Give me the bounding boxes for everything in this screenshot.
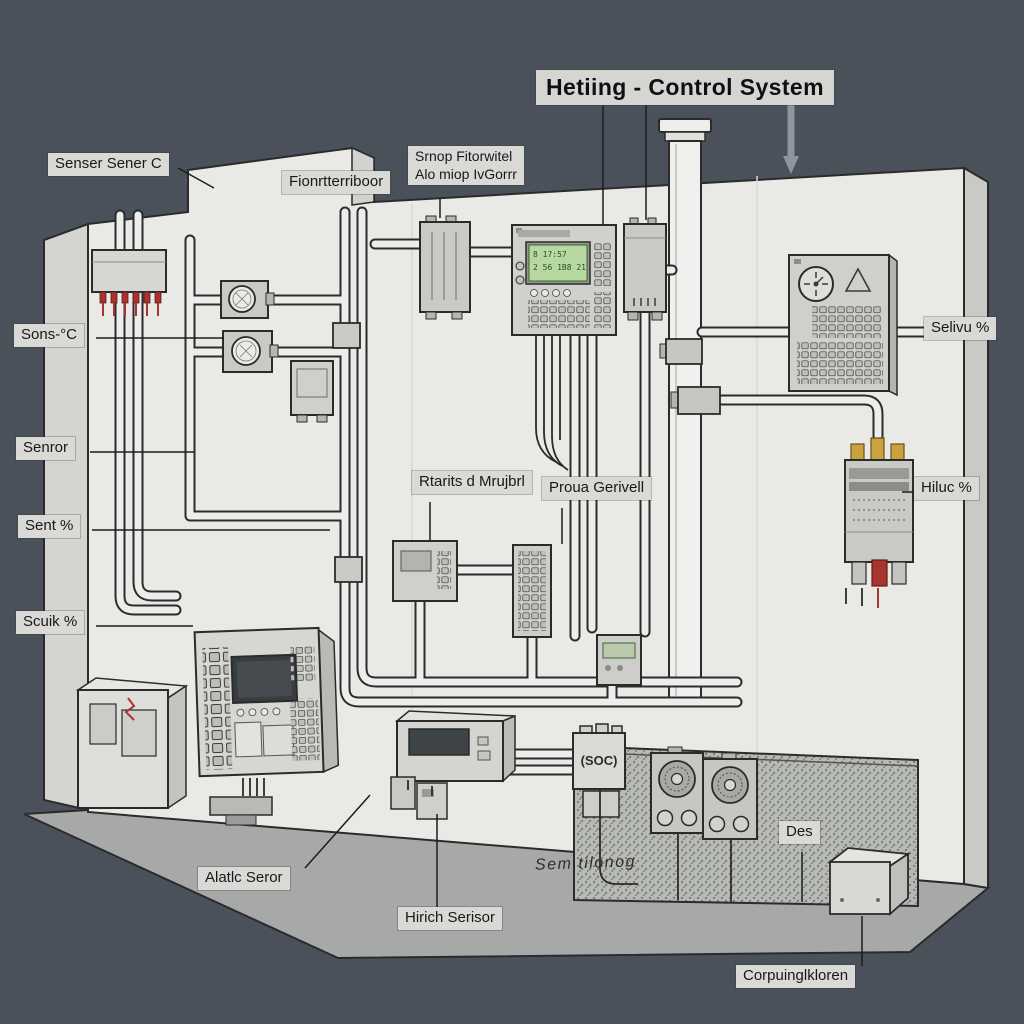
label-humidity-sensor: Hirich Serisor — [398, 907, 503, 930]
label-pump: Srnop Fitorwitel Alo miop IvGorrr — [408, 146, 524, 185]
label-sensor-percent: Sent % — [18, 515, 81, 538]
meter-box — [394, 710, 516, 783]
label-pump-line1: Srnop Fitorwitel — [415, 148, 513, 164]
label-sensor-mid: Senror — [16, 437, 76, 460]
label-computing: Corpuinglkloren — [736, 965, 856, 988]
wall-box — [290, 360, 334, 423]
gauge-sensor-2 — [222, 330, 279, 373]
ribbon-connector — [209, 796, 273, 826]
warning-triangle-icon — [844, 267, 872, 292]
wiring — [242, 335, 863, 902]
soc-unit: (SOC) — [572, 723, 626, 818]
down-arrow-icon — [783, 96, 799, 174]
lcd-line1: 8 17:57 — [533, 250, 567, 259]
label-flow-percent: Hiluc % — [914, 477, 979, 500]
din-terminal-block — [844, 437, 914, 587]
valve-4 — [670, 386, 721, 415]
keypad-panel — [788, 253, 898, 397]
small-module-2 — [416, 782, 448, 820]
label-program-level: Proua Gerivell — [542, 477, 652, 500]
soc-label: (SOC) — [581, 753, 618, 768]
valve-3 — [659, 338, 703, 365]
label-attic-sensor: Alatlc Seror — [198, 867, 290, 890]
pump-unit-2 — [702, 752, 758, 840]
pump-unit-1 — [650, 746, 704, 834]
floor-cube — [827, 847, 911, 917]
cabinet — [75, 677, 189, 810]
page-title: Hetiing - Control System — [536, 70, 834, 105]
label-pump-line2: Alo miop IvGorrr — [415, 165, 517, 182]
red-wiring — [102, 303, 879, 721]
riser-pipe — [658, 118, 712, 702]
label-ground-note: Sem tilonog — [534, 853, 637, 874]
label-sensor-temp: Sons-°C — [14, 324, 85, 347]
label-sensor-top-left: Senser Sener C — [48, 153, 169, 176]
flow-meter — [596, 634, 642, 686]
small-module-1 — [390, 776, 416, 810]
valve-1 — [332, 322, 361, 349]
gauge-sensor-1 — [220, 280, 275, 319]
main-controller: 8 17:57 2 56 1B8 21 — [511, 224, 617, 336]
io-module — [623, 217, 667, 321]
button-strip — [512, 544, 552, 638]
control-panel — [193, 626, 340, 778]
label-manifold: Rtarits d Mrujbrl — [412, 471, 532, 494]
label-des: Des — [779, 821, 820, 844]
valve-2 — [334, 556, 363, 583]
lcd-line2: 2 56 1B8 21 — [533, 263, 586, 272]
display-unit — [392, 540, 458, 602]
right-wall-side-face — [963, 166, 989, 890]
louvered-module — [419, 215, 471, 320]
label-valve-percent: Selivu % — [924, 317, 997, 340]
label-stuck-percent: Scuik % — [16, 611, 85, 634]
junction-box — [91, 249, 167, 304]
label-front-door: Fionrtterriboor — [282, 171, 391, 194]
